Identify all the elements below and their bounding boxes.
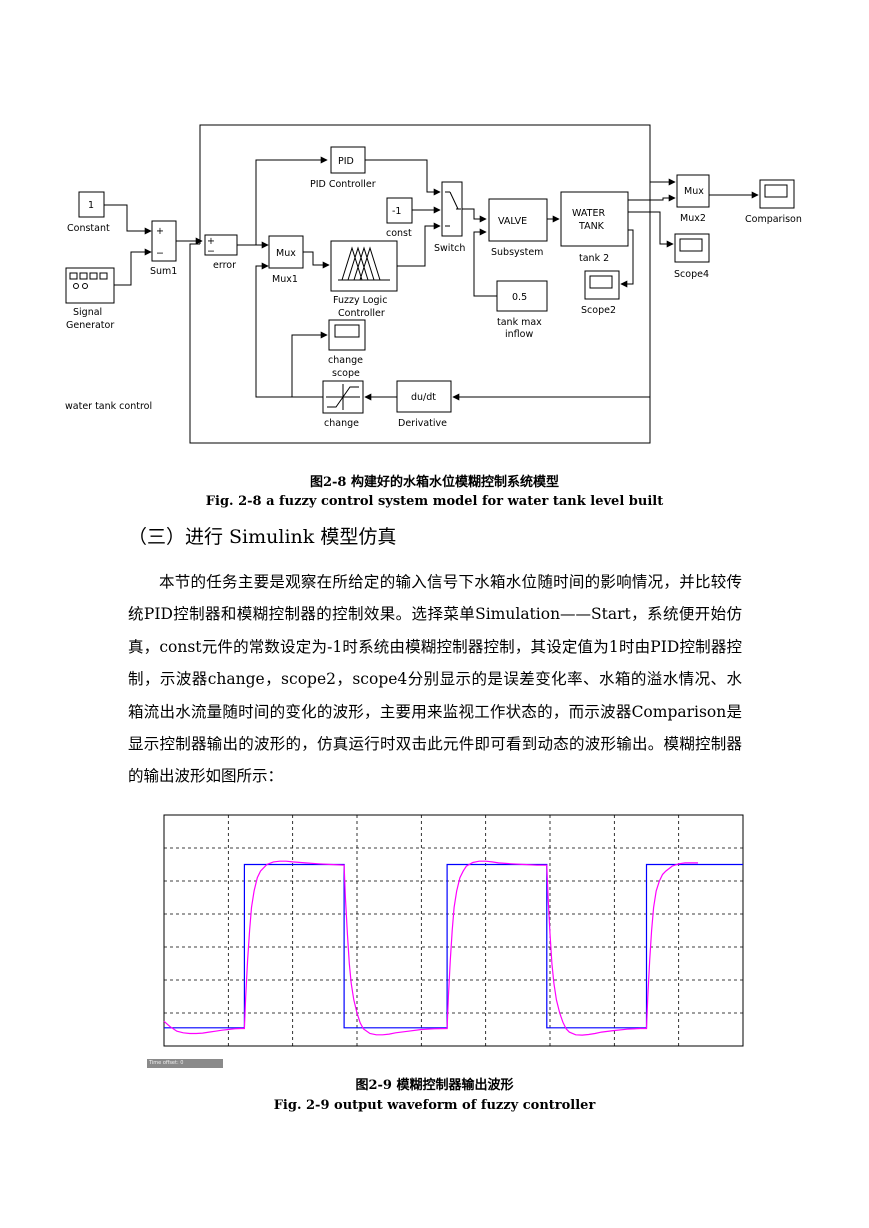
change-scope-label-1: change xyxy=(328,355,363,366)
change-scope-screen-icon xyxy=(334,324,360,338)
plot-frame xyxy=(163,814,744,1047)
sum1-label: Sum1 xyxy=(150,266,177,277)
switch-icon xyxy=(445,191,461,227)
comparison-label: Comparison xyxy=(745,214,802,225)
fig8-caption-cn: 图2-8 构建好的水箱水位模糊控制系统模型 xyxy=(309,475,559,490)
sum1-plus: + xyxy=(156,226,164,237)
constant-label: Constant xyxy=(67,223,110,234)
scope4-screen-icon xyxy=(679,238,703,252)
pid-label: PID Controller xyxy=(310,179,376,190)
time-offset-bar: Time offset: 0 xyxy=(147,1059,223,1068)
fuzzy-label-1: Fuzzy Logic xyxy=(333,295,387,306)
tank-max-inflow-block[interactable] xyxy=(496,280,548,312)
derivative-text: du/dt xyxy=(411,392,436,403)
scope2-screen-icon xyxy=(589,275,613,289)
derivative-label: Derivative xyxy=(398,418,447,429)
valve-subsystem-block[interactable] xyxy=(488,198,548,242)
const-block[interactable] xyxy=(386,197,413,224)
derivative-block[interactable] xyxy=(396,380,452,413)
fuzzy-membership-icon xyxy=(338,246,390,281)
inflow-value: 0.5 xyxy=(512,292,527,303)
simulink-model-diagram: 1 Constant Signal Generator + − Sum1 + −… xyxy=(65,124,802,444)
switch-label: Switch xyxy=(434,243,465,254)
sum1-minus: − xyxy=(156,248,164,259)
water-tank-block[interactable] xyxy=(560,191,629,247)
inflow-label-1: tank max xyxy=(497,317,542,328)
fig8-caption-en: Fig. 2-8 a fuzzy control system model fo… xyxy=(205,494,664,509)
constant-block[interactable] xyxy=(78,191,105,218)
const-value: -1 xyxy=(392,206,401,217)
mux1-block[interactable] xyxy=(268,235,304,269)
signal-generator-label-1: Signal xyxy=(73,307,102,318)
mux1-label: Mux1 xyxy=(272,274,298,285)
valve-text: VALVE xyxy=(498,216,527,227)
error-label: error xyxy=(213,260,236,271)
time-offset-label: Time offset: 0 xyxy=(149,1060,184,1066)
constant-value: 1 xyxy=(88,200,94,211)
pid-text: PID xyxy=(338,156,354,167)
const-label: const xyxy=(386,228,412,239)
tank-text-2: TANK xyxy=(578,221,605,232)
mux2-text: Mux xyxy=(684,186,704,197)
output-waveform-chart xyxy=(163,814,744,1047)
pid-block[interactable] xyxy=(330,146,366,174)
signal-generator-icon xyxy=(69,272,108,289)
inflow-label-2: inflow xyxy=(505,329,533,340)
error-minus: − xyxy=(207,246,215,257)
tank-label: tank 2 xyxy=(579,253,609,264)
scope4-label: Scope4 xyxy=(674,269,709,280)
mux1-text: Mux xyxy=(276,248,296,259)
change-scope-label-2: scope xyxy=(332,368,360,379)
paragraph: 本节的任务主要是观察在所给定的输入信号下水箱水位随时间的影响情况，并比较传统PI… xyxy=(128,573,742,786)
saturation-icon xyxy=(326,384,360,410)
mux2-label: Mux2 xyxy=(680,213,706,224)
comparison-screen-icon xyxy=(764,184,788,198)
fuzzy-label-2: Controller xyxy=(338,308,385,319)
section-heading: （三）进行 Simulink 模型仿真 xyxy=(128,526,397,548)
fig9-caption-cn: 图2-9 模糊控制器输出波形 xyxy=(355,1078,514,1093)
error-plus: + xyxy=(207,236,215,247)
model-label: water tank control xyxy=(65,401,152,412)
body-text: 本节的任务主要是观察在所给定的输入信号下水箱水位随时间的影响情况，并比较传统PI… xyxy=(128,566,742,793)
tank-text-1: WATER xyxy=(572,208,605,219)
signal-generator-label-2: Generator xyxy=(66,320,114,331)
mux2-block[interactable] xyxy=(676,174,710,208)
fig9-caption-en: Fig. 2-9 output waveform of fuzzy contro… xyxy=(273,1098,596,1113)
subsystem-label: Subsystem xyxy=(491,247,543,258)
series-line-1 xyxy=(164,863,743,1029)
scope2-label: Scope2 xyxy=(581,305,616,316)
change-label: change xyxy=(324,418,359,429)
series-line-2 xyxy=(163,860,698,1036)
